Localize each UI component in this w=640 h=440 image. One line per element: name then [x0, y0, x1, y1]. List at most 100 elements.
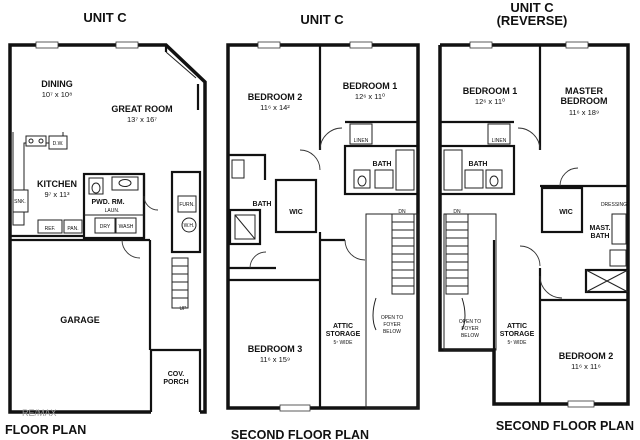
plan3-bedroom2-label: BEDROOM 2 — [559, 351, 614, 361]
dw-label: D.W. — [53, 141, 64, 147]
furnace-icon — [177, 195, 197, 213]
vanity-icon — [374, 169, 394, 189]
open-to-label: OPEN TO — [381, 315, 403, 321]
toilet-icon — [485, 169, 503, 189]
stair-treads — [446, 221, 468, 287]
attic-dim: 5⁷ WIDE — [333, 340, 353, 346]
garage-label: GARAGE — [60, 315, 100, 325]
door-swing-icon — [539, 275, 563, 299]
window-icon — [349, 41, 373, 49]
pwd-rm-label: PWD. RM. — [91, 199, 124, 206]
plan3-subtitle: (REVERSE) — [497, 13, 568, 28]
shower-walls — [228, 208, 262, 246]
bath-b-top-wall — [228, 153, 267, 180]
plan3-linen-label: LINEN — [492, 138, 507, 144]
lavatory-icon — [118, 179, 132, 187]
window-icon — [257, 41, 281, 49]
stair-arrow-icon — [372, 297, 377, 331]
dishwasher-icon — [48, 135, 68, 150]
dryer-icon — [94, 217, 116, 234]
bathtub-icon — [395, 149, 415, 191]
window-icon — [565, 41, 589, 49]
kitchen-range-icon — [25, 135, 47, 147]
stair-treads — [172, 265, 188, 299]
sink-label: SNK. — [14, 199, 26, 205]
wash-label: WASH — [119, 224, 134, 230]
door-swing-icon — [299, 149, 321, 171]
toilet-icon — [353, 169, 371, 189]
plan3-open-to-label: OPEN TO — [459, 319, 481, 325]
bathtub-icon — [443, 149, 463, 191]
kitchen-label: KITCHEN — [37, 179, 77, 189]
bath-b-label: BATH — [253, 201, 272, 208]
door-swing-icon — [121, 239, 141, 259]
door-swing-icon — [249, 251, 267, 269]
door-swing-icon — [517, 127, 541, 151]
bedroom1-label: BEDROOM 1 — [343, 81, 398, 91]
plan1-footer: FLOOR PLAN — [5, 423, 86, 437]
lavatory-icon — [231, 159, 245, 179]
sink-icon — [12, 189, 29, 213]
vanity-icon — [464, 169, 484, 189]
plan1-bay-line — [165, 51, 197, 79]
bath-a-label: BATH — [373, 161, 392, 168]
toilet-bowl-icon — [357, 175, 367, 187]
plan3-wic-label: WIC — [559, 209, 573, 216]
water-heater-icon — [181, 217, 197, 233]
kitchen-dim: 9⁷ x 11³ — [44, 190, 70, 199]
window-icon — [567, 400, 595, 408]
plan3-attic-label: ATTIC — [507, 323, 527, 330]
bedroom3-dim: 11⁶ x 15⁹ — [260, 355, 290, 364]
vanity-icon — [611, 213, 627, 245]
door-swing-icon — [319, 127, 343, 151]
plan3-bath-walls — [438, 144, 516, 196]
plan3-attic-dim: 5⁷ WIDE — [507, 340, 527, 346]
plan3-dn-label: DN — [453, 209, 461, 215]
wh-label: W.H. — [184, 223, 195, 229]
pantry-icon — [63, 219, 83, 234]
plan2-footer: SECOND FLOOR PLAN — [231, 428, 369, 440]
second-floor-reverse-plan: UNIT C (REVERSE) LINEN BATH WIC DRESSING… — [438, 0, 634, 433]
attic-label: ATTIC — [333, 323, 353, 330]
linen-label: LINEN — [354, 138, 369, 144]
great-room-dim: 13⁷ x 16⁷ — [127, 115, 157, 124]
window-icon — [115, 41, 139, 49]
window-icon — [35, 41, 59, 49]
stair-icon — [171, 257, 189, 309]
toilet-bowl-icon — [489, 175, 499, 187]
door-swing-icon — [143, 195, 159, 211]
plan3-wic-walls — [540, 186, 584, 234]
master-shower-walls — [584, 268, 630, 294]
second-floor-plan: UNIT C LINEN BATH BATH WIC — [226, 12, 420, 440]
foyer-label: FOYER — [383, 322, 401, 328]
great-room-label: GREAT ROOM — [111, 104, 172, 114]
plan3-bedroom1-dim: 12⁶ x 11⁰ — [475, 97, 505, 106]
dining-label: DINING — [41, 79, 73, 89]
window-icon — [469, 41, 493, 49]
stair-treads — [392, 221, 414, 287]
laun-label: LAUN. — [105, 208, 120, 214]
wic-walls — [274, 178, 318, 234]
burner-icon — [28, 138, 34, 144]
window-icon — [279, 404, 311, 412]
bedroom2-dim: 11⁶ x 14² — [260, 103, 290, 112]
bedroom2-label: BEDROOM 2 — [248, 92, 303, 102]
plan3-bath-label: BATH — [469, 161, 488, 168]
bedroom3-label: BEDROOM 3 — [248, 344, 303, 354]
dressing-label: DRESSING — [601, 202, 627, 208]
below-label: BELOW — [383, 329, 401, 335]
ref-label: REF. — [45, 226, 56, 232]
plan3-below-label: BELOW — [461, 333, 479, 339]
master-bedroom-label: BEDROOM — [561, 96, 608, 106]
plan3-bedroom1-label: BEDROOM 1 — [463, 86, 518, 96]
master-dim: 11⁶ x 18⁹ — [569, 108, 599, 117]
master-label: MASTER — [565, 86, 604, 96]
plan3-bedroom2-dim: 11⁶ x 11⁶ — [571, 362, 601, 371]
burner-icon — [38, 138, 44, 144]
stair-arrow-icon — [461, 297, 466, 331]
linen-closet — [349, 123, 373, 145]
porch-label: PORCH — [163, 379, 188, 386]
shower-line — [234, 214, 256, 240]
dry-label: DRY — [100, 224, 111, 230]
mast-label: MAST. — [590, 225, 611, 232]
